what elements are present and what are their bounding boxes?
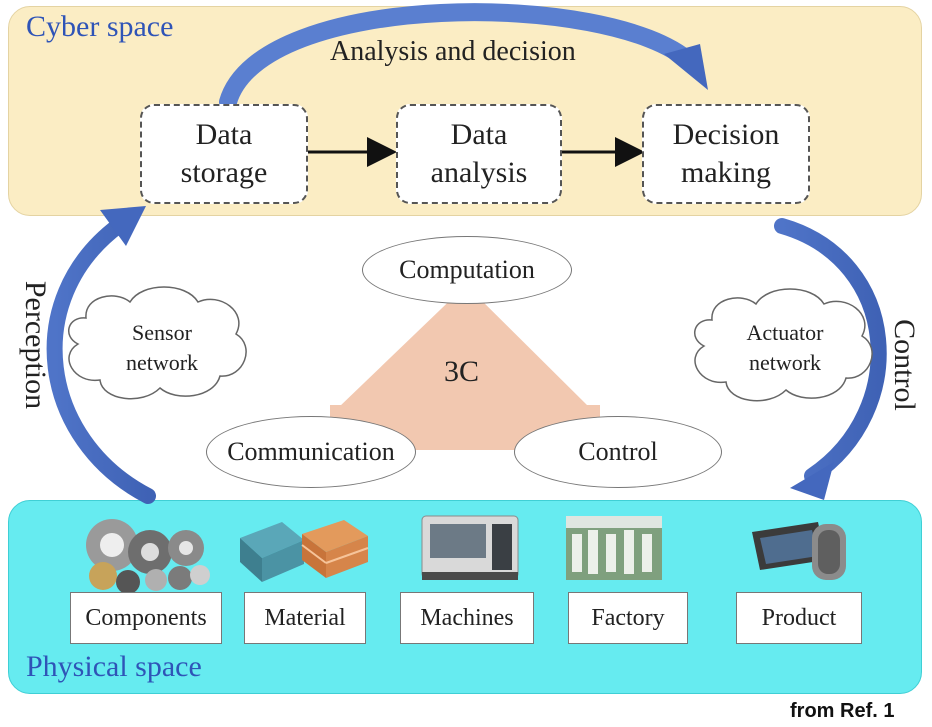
perception-arrow xyxy=(46,218,156,504)
3c-triangle xyxy=(338,285,590,408)
factory-image xyxy=(566,516,662,580)
components-label: Components xyxy=(70,592,222,644)
control-arrowhead xyxy=(790,462,834,500)
control-flow-label: Control xyxy=(887,319,921,411)
analysis-and-decision-label: Analysis and decision xyxy=(330,36,576,67)
data-analysis-line2: analysis xyxy=(430,156,528,189)
data-analysis-line1: Data xyxy=(450,118,508,151)
sensor-network-cloud xyxy=(68,286,247,400)
decision-making-line2: making xyxy=(680,156,771,189)
actuator-network-cloud xyxy=(694,288,873,402)
machines-label: Machines xyxy=(400,592,534,644)
analysis-arc-arrow xyxy=(219,3,699,111)
source-note: from Ref. 1 xyxy=(790,700,895,722)
perception-arrowhead xyxy=(100,206,146,246)
components-image xyxy=(86,519,210,594)
data-storage-line1: Data xyxy=(195,118,253,151)
analysis-arrowhead xyxy=(664,44,708,90)
actuator-network-line1: Actuator xyxy=(746,320,824,345)
sensor-network-label: Sensor network xyxy=(102,318,222,378)
decision-making-line1: Decision xyxy=(672,118,780,151)
factory-label: Factory xyxy=(568,592,688,644)
control-node: Control xyxy=(514,416,722,488)
product-image xyxy=(752,522,846,580)
control-arrow xyxy=(774,218,887,484)
decision-making-box: Decision making xyxy=(642,104,810,204)
sensor-network-line1: Sensor xyxy=(132,320,192,345)
sensor-network-line2: network xyxy=(125,350,199,375)
data-storage-line2: storage xyxy=(180,156,268,189)
computation-node: Computation xyxy=(362,236,572,304)
material-label: Material xyxy=(244,592,366,644)
cyber-space-title: Cyber space xyxy=(26,10,174,43)
product-label: Product xyxy=(736,592,862,644)
data-storage-box: Data storage xyxy=(140,104,308,204)
actuator-network-label: Actuator network xyxy=(720,318,850,378)
communication-node: Communication xyxy=(206,416,416,488)
perception-label: Perception xyxy=(19,280,53,410)
machines-image xyxy=(421,515,519,580)
3c-label: 3C xyxy=(444,355,480,388)
actuator-network-line2: network xyxy=(748,350,822,375)
physical-space-title: Physical space xyxy=(26,650,202,683)
data-analysis-box: Data analysis xyxy=(396,104,562,204)
material-image xyxy=(240,520,369,582)
